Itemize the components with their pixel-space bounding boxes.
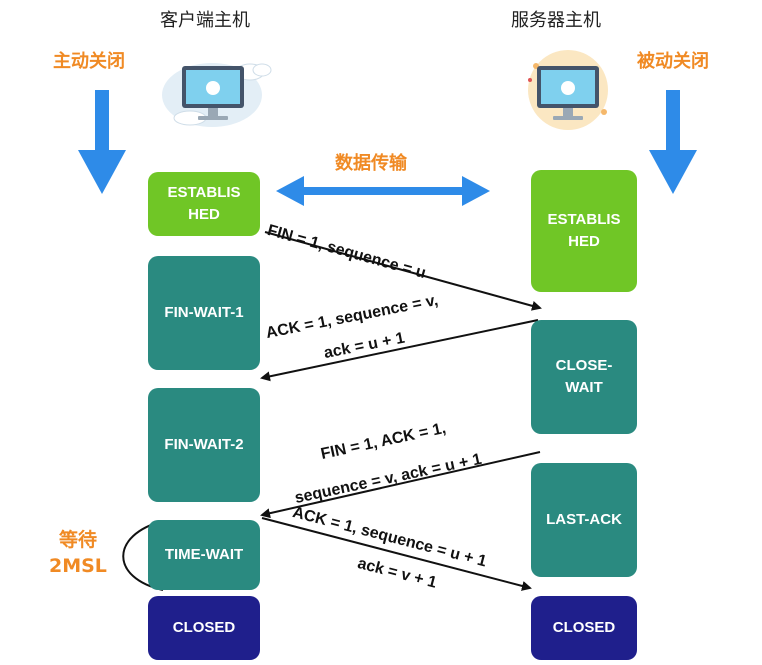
client-established-line2: HED xyxy=(188,206,220,223)
server-computer-icon xyxy=(528,50,608,130)
passive-close-label: 被动关闭 xyxy=(637,51,709,72)
server-established-line1: ESTABLIS xyxy=(547,210,621,228)
final-ack-arrow xyxy=(261,517,532,591)
data-transfer-double-arrow-icon xyxy=(276,176,490,206)
ack-arrow xyxy=(260,319,539,382)
client-established-line1: ESTABLIS xyxy=(167,183,241,201)
active-close-label: 主动关闭 xyxy=(53,51,125,72)
server-state-close-wait: CLOSE- WAIT xyxy=(531,320,637,434)
server-close-wait-line1: CLOSE- xyxy=(555,356,613,374)
server-state-established: ESTABLIS HED xyxy=(531,170,637,292)
client-state-established: ESTABLIS HED xyxy=(148,172,260,236)
server-down-arrow-icon xyxy=(649,90,697,194)
wait-label-line2: 2MSL xyxy=(49,555,107,577)
server-title: 服务器主机 xyxy=(511,10,601,31)
wait-bracket-arc xyxy=(122,520,164,591)
client-state-fin-wait-2: FIN-WAIT-2 xyxy=(148,388,260,502)
client-title: 客户端主机 xyxy=(160,10,250,31)
client-state-fin-wait-1: FIN-WAIT-1 xyxy=(148,256,260,370)
server-state-closed: CLOSED xyxy=(531,596,637,660)
server-close-wait-line2: WAIT xyxy=(565,379,603,396)
data-transfer-label: 数据传输 xyxy=(335,153,407,174)
server-state-last-ack: LAST-ACK xyxy=(531,463,637,577)
fin-ack-arrow xyxy=(260,451,541,519)
wait-label-line1: 等待 xyxy=(58,529,97,551)
server-established-line2: HED xyxy=(568,233,600,250)
client-down-arrow-icon xyxy=(78,90,126,194)
client-state-time-wait: TIME-WAIT xyxy=(148,520,260,590)
wait-2msl-label: 等待 2MSL xyxy=(49,527,107,579)
client-computer-icon xyxy=(162,63,272,127)
fin-arrow xyxy=(264,231,542,311)
client-state-closed: CLOSED xyxy=(148,596,260,660)
